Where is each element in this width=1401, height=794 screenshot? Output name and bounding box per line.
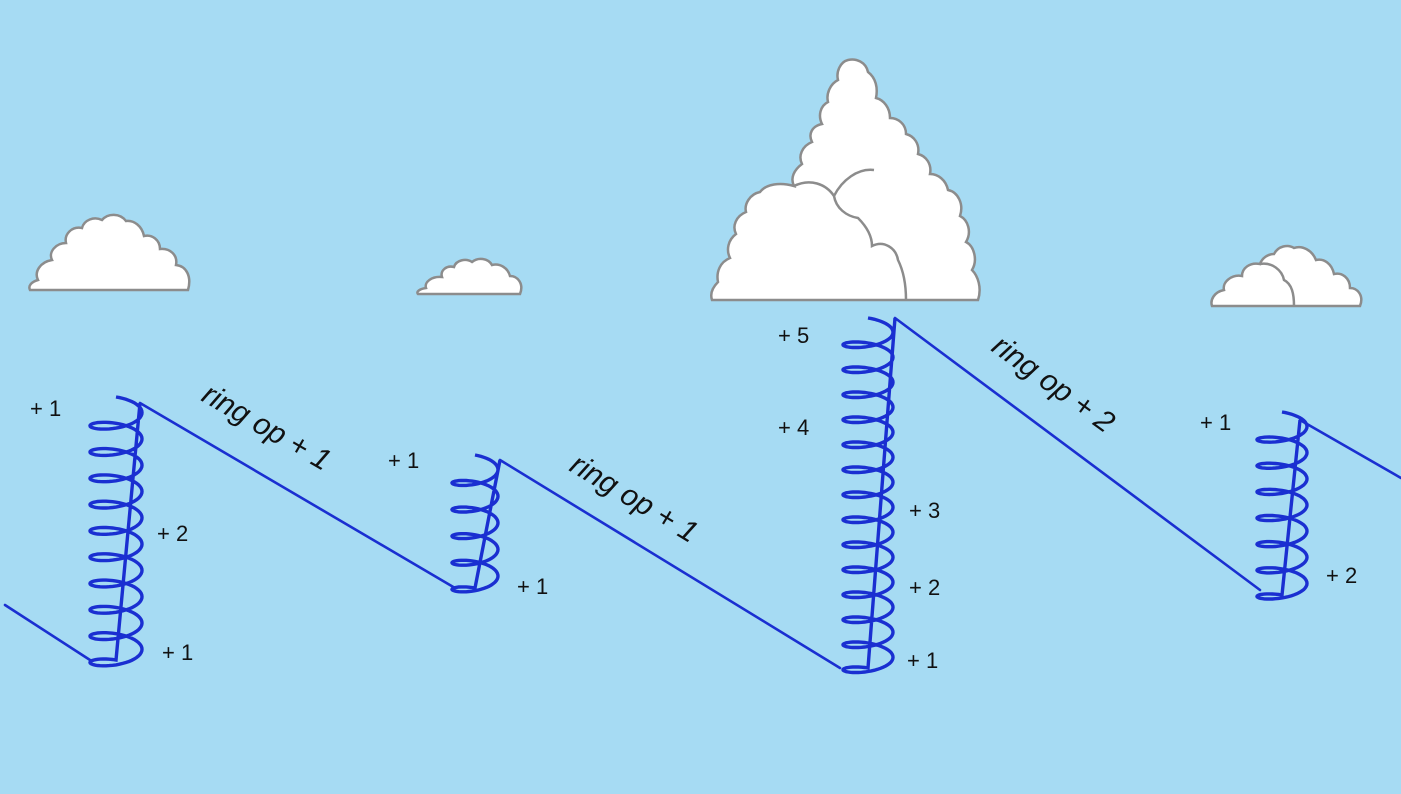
spring-3-label-3: + 3 [909, 498, 940, 523]
spring-3-label-4: + 4 [778, 415, 809, 440]
cloud-small [416, 257, 523, 296]
spring-4-coil [1255, 410, 1309, 601]
spring-1-top-label: + 1 [30, 396, 61, 421]
spring-2-coil [450, 453, 502, 594]
spring-4-top-label: + 1 [1200, 410, 1231, 435]
spring-3-coil [841, 316, 897, 675]
cloud-right [1210, 244, 1363, 308]
spring-1-middle-label: + 2 [157, 521, 188, 546]
spring-3-label-2: + 2 [909, 575, 940, 600]
spring-1-bottom-label: + 1 [162, 640, 193, 665]
spring-3-label-1: + 1 [907, 648, 938, 673]
spring-wire-path [3, 316, 1401, 670]
cloud-large-cumulus [710, 58, 981, 302]
spring-4-bottom-label: + 2 [1326, 563, 1357, 588]
cloud-left [28, 213, 191, 292]
spring-3-label-5: + 5 [778, 323, 809, 348]
spring-1-coil [88, 395, 144, 668]
spring-2-bottom-label: + 1 [517, 574, 548, 599]
spring-2-top-label: + 1 [388, 448, 419, 473]
